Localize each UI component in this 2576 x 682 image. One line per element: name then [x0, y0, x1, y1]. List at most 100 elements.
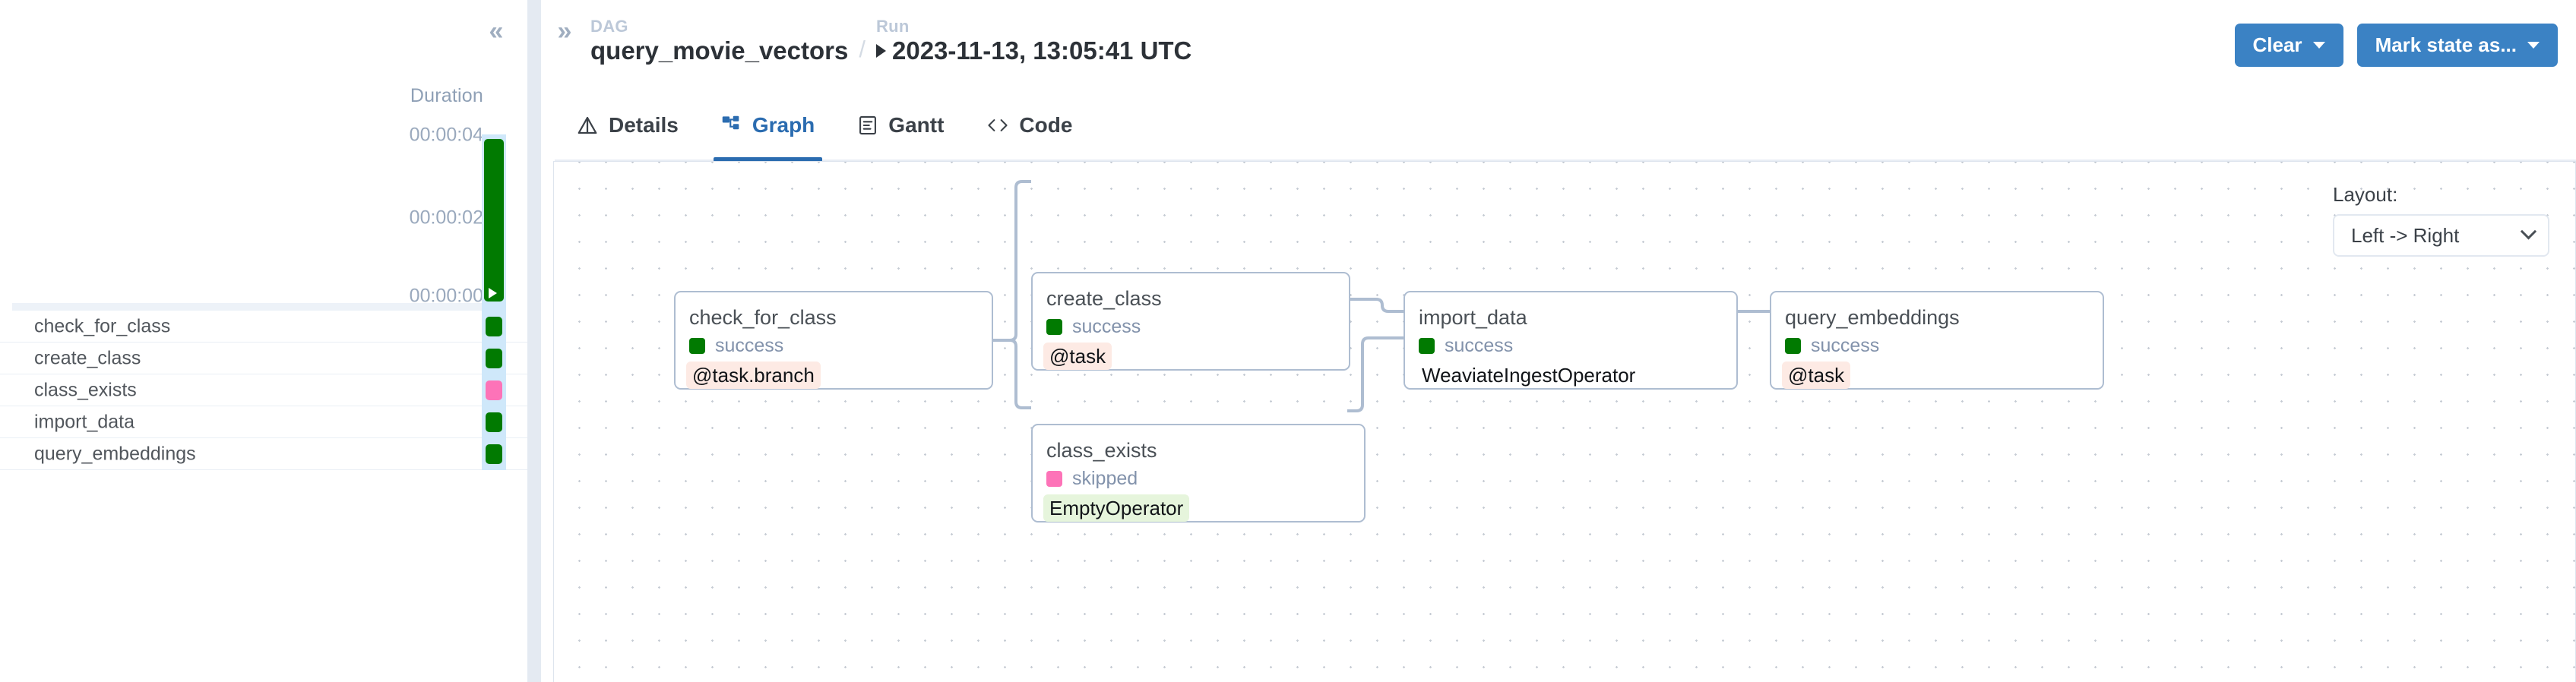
main-panel: » DAG query_movie_vectors / Run 2023-11-… [543, 0, 2576, 682]
tab-details-label: Details [609, 113, 679, 137]
run-value-wrap: 2023-11-13, 13:05:41 UTC [875, 36, 1192, 65]
layout-select[interactable]: Left -> Right [2333, 214, 2549, 257]
task-instance-row[interactable]: query_embeddings [0, 438, 527, 470]
graph-edges [992, 180, 1770, 412]
graph-node-import-data[interactable]: import_data success WeaviateIngestOperat… [1404, 291, 1738, 390]
node-state: success [1046, 315, 1335, 338]
graph-node-check-for-class[interactable]: check_for_class success @task.branch [674, 291, 993, 390]
node-state-label: success [1811, 335, 1880, 356]
graph-node-query-embeddings[interactable]: query_embeddings success @task [1770, 291, 2104, 390]
state-square-success [1419, 337, 1435, 354]
node-state-label: success [1445, 335, 1514, 356]
dag-name: query_movie_vectors [590, 36, 849, 65]
node-title: create_class [1046, 287, 1162, 310]
task-instance-name: create_class [34, 347, 141, 368]
tab-bar: Details Graph [555, 90, 2576, 162]
state-square-skipped [1046, 470, 1062, 487]
state-square-success [1046, 318, 1062, 335]
panel-divider [541, 0, 543, 682]
tab-details[interactable]: Details [555, 90, 700, 160]
node-operator: @task [1043, 343, 1112, 370]
breadcrumb-run[interactable]: Run 2023-11-13, 13:05:41 UTC [875, 17, 1192, 65]
chevron-down-icon [2527, 42, 2540, 49]
duration-axis-tick: 00:00:00 [409, 285, 483, 307]
task-instance-state-cell[interactable] [482, 311, 506, 343]
layout-control: Layout: Left -> Right [2333, 183, 2549, 257]
breadcrumb: DAG query_movie_vectors / Run 2023-11-13… [590, 17, 1191, 65]
code-brackets-icon [986, 115, 1009, 136]
duration-header: Duration [410, 85, 483, 106]
graph-node-class-exists[interactable]: class_exists skipped EmptyOperator [1031, 424, 1366, 523]
task-instance-state-cell[interactable] [482, 438, 506, 470]
run-kicker-label: Run [875, 17, 910, 36]
tab-graph-label: Graph [752, 113, 815, 137]
layout-select-value: Left -> Right [2351, 223, 2460, 247]
node-operator: @task.branch [686, 362, 821, 389]
chevron-down-icon [2520, 223, 2537, 239]
dag-kicker-label: DAG [590, 17, 628, 36]
collapse-grid-icon[interactable]: « [489, 17, 504, 46]
run-play-icon [875, 44, 886, 58]
mark-state-button-label: Mark state as... [2375, 33, 2517, 56]
duration-axis-tick: 00:00:02 [409, 207, 483, 229]
dag-run-duration-bar[interactable] [482, 134, 506, 303]
layout-label: Layout: [2333, 183, 2398, 206]
breadcrumb-separator: / [859, 36, 866, 62]
tab-gantt[interactable]: Gantt [836, 90, 965, 160]
state-square-success [486, 412, 502, 432]
node-title: check_for_class [689, 306, 837, 329]
node-state: success [689, 334, 978, 357]
state-square-success [486, 317, 502, 336]
play-triangle-icon [489, 288, 497, 298]
task-instance-name: query_embeddings [34, 443, 196, 464]
clear-button[interactable]: Clear [2234, 24, 2343, 67]
chevron-down-icon [2312, 42, 2325, 49]
tab-code[interactable]: Code [965, 90, 1093, 160]
graph-node-create-class[interactable]: create_class success @task [1031, 272, 1350, 371]
run-timestamp: 2023-11-13, 13:05:41 UTC [891, 36, 1192, 65]
task-instance-row[interactable]: import_data [0, 406, 527, 438]
task-instance-row[interactable]: create_class [0, 343, 527, 374]
state-square-success [486, 444, 502, 464]
mark-state-button[interactable]: Mark state as... [2356, 24, 2558, 67]
node-state-label: success [1072, 316, 1141, 337]
gantt-document-icon [857, 115, 878, 136]
task-instance-state-cell[interactable] [482, 406, 506, 438]
run-bar-fill [484, 139, 504, 302]
graph-nodes-icon [721, 115, 742, 136]
expand-grid-icon[interactable]: » [557, 17, 572, 46]
graph-canvas[interactable]: check_for_class success @task.branch cre… [553, 161, 2576, 682]
grid-rows-separator-highlight [482, 303, 506, 311]
state-square-success [689, 337, 705, 354]
task-instance-name: check_for_class [34, 315, 171, 336]
node-title: query_embeddings [1785, 306, 1960, 329]
node-operator: WeaviateIngestOperator [1422, 364, 1636, 387]
node-state-label: success [715, 335, 784, 356]
grid-panel: « Duration 00:00:04 00:00:02 00:00:00 ch… [0, 0, 527, 682]
duration-axis-tick: 00:00:04 [409, 124, 483, 146]
state-square-skipped [486, 380, 502, 400]
state-square-success [1785, 337, 1801, 354]
tab-graph[interactable]: Graph [700, 90, 836, 162]
node-title: class_exists [1046, 439, 1157, 462]
state-square-success [486, 349, 502, 368]
breadcrumb-dag[interactable]: DAG query_movie_vectors [590, 17, 848, 65]
task-instance-name: import_data [34, 411, 135, 432]
task-instance-name: class_exists [34, 379, 137, 400]
node-state: success [1785, 334, 2089, 357]
node-state: success [1419, 334, 1723, 357]
node-operator: @task [1782, 362, 1851, 389]
tab-gantt-label: Gantt [888, 113, 945, 137]
panel-resize-handle[interactable] [527, 0, 541, 682]
task-instance-state-cell[interactable] [482, 374, 506, 406]
header-actions: Clear Mark state as... [2234, 24, 2558, 67]
task-instance-row[interactable]: check_for_class [0, 311, 527, 343]
task-instance-state-cell[interactable] [482, 343, 506, 374]
clear-button-label: Clear [2252, 33, 2302, 56]
node-state: skipped [1046, 467, 1350, 490]
task-instance-row[interactable]: class_exists [0, 374, 527, 406]
node-operator: EmptyOperator [1043, 494, 1190, 522]
details-triangle-icon [576, 114, 599, 137]
